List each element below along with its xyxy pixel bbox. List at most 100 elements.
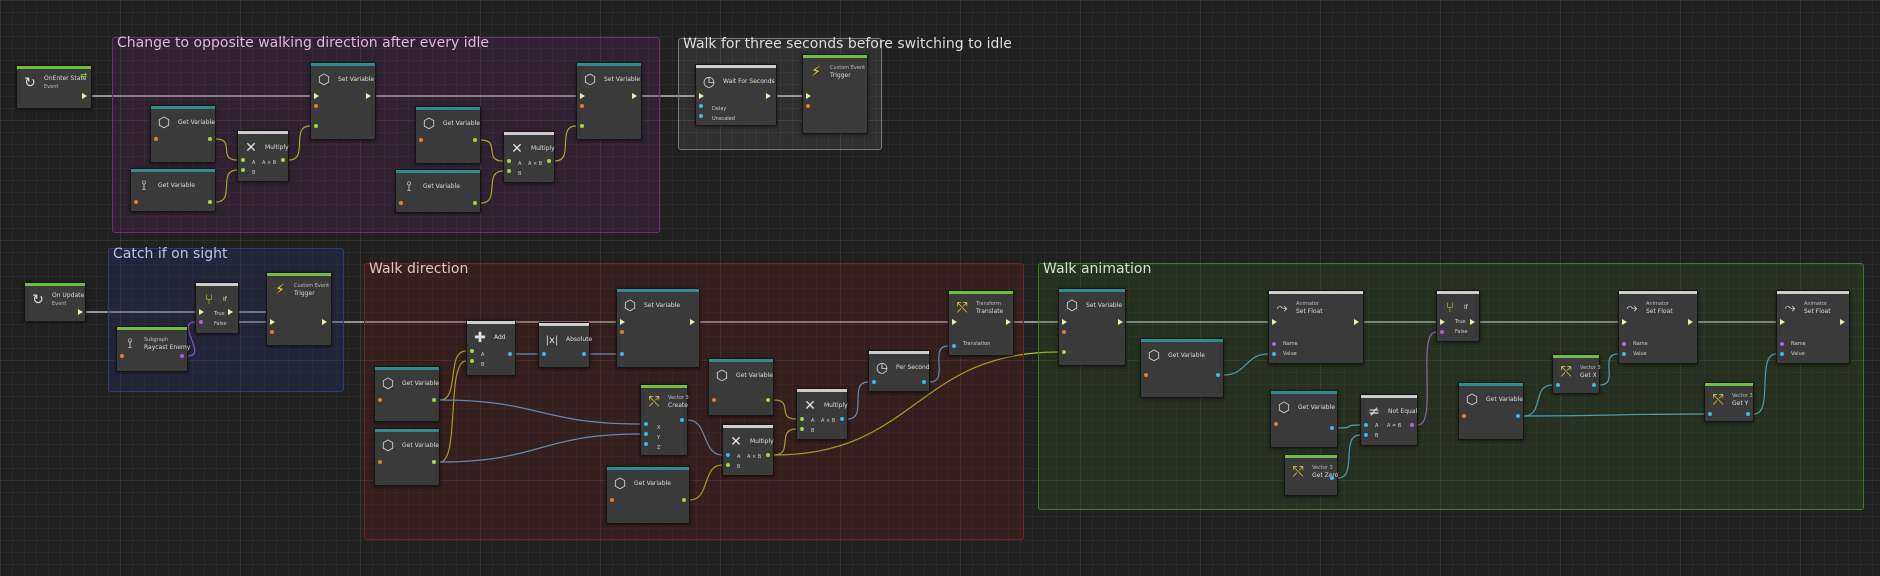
port-dot[interactable] xyxy=(682,498,686,502)
multiply-node[interactable]: ✕Multiply A A × B B xyxy=(796,388,848,440)
port-dot[interactable] xyxy=(134,200,138,204)
port-dot[interactable] xyxy=(542,352,546,356)
flow-port-arrow[interactable] xyxy=(366,93,371,99)
not-equal-node[interactable]: ≠Not Equal A A ≠ B B xyxy=(1360,394,1418,446)
port-dot[interactable] xyxy=(1364,423,1368,427)
port-dot[interactable] xyxy=(1462,414,1466,418)
port-dot[interactable] xyxy=(620,352,624,356)
port-dot[interactable] xyxy=(1592,383,1596,387)
flow-port-arrow[interactable] xyxy=(1470,319,1475,325)
flow-port-arrow[interactable] xyxy=(322,319,327,325)
port-dot[interactable] xyxy=(199,320,203,324)
port-dot[interactable] xyxy=(699,104,703,108)
port-dot[interactable] xyxy=(378,460,382,464)
multiply-node[interactable]: ✕Multiply A A × B B xyxy=(503,131,555,183)
get-variable-node[interactable]: ⬡Get Variable xyxy=(415,106,481,164)
wire[interactable] xyxy=(439,360,467,463)
flow-port-arrow[interactable] xyxy=(314,93,319,99)
port-dot[interactable] xyxy=(766,453,770,457)
flow-port-arrow[interactable] xyxy=(228,309,233,315)
flow-port-arrow[interactable] xyxy=(270,319,275,325)
flow-port-arrow[interactable] xyxy=(199,309,204,315)
port-dot[interactable] xyxy=(473,201,477,205)
wire[interactable] xyxy=(687,419,723,456)
wire[interactable] xyxy=(773,399,797,420)
get-variable-node[interactable]: ⟟Get Variable xyxy=(395,169,481,213)
port-dot[interactable] xyxy=(281,158,285,162)
port-dot[interactable] xyxy=(1062,330,1066,334)
port-dot[interactable] xyxy=(726,453,730,457)
set-variable-node[interactable]: ⬡Set Variable xyxy=(1058,288,1126,366)
port-dot[interactable] xyxy=(1274,422,1278,426)
port-dot[interactable] xyxy=(1410,423,1414,427)
port-dot[interactable] xyxy=(1330,426,1334,430)
port-dot[interactable] xyxy=(644,432,648,436)
port-dot[interactable] xyxy=(580,124,584,128)
port-dot[interactable] xyxy=(1780,352,1784,356)
port-dot[interactable] xyxy=(547,159,551,163)
port-dot[interactable] xyxy=(470,359,474,363)
port-dot[interactable] xyxy=(419,138,423,142)
wire[interactable] xyxy=(1599,353,1619,386)
get-variable-node[interactable]: ⬡Get Variable xyxy=(374,366,440,422)
get-variable-node[interactable]: ⟟Get Variable xyxy=(130,168,216,212)
port-dot[interactable] xyxy=(1556,383,1560,387)
port-dot[interactable] xyxy=(1062,350,1066,354)
port-dot[interactable] xyxy=(180,354,184,358)
get-variable-node[interactable]: ⬡Get Variable xyxy=(708,358,774,416)
port-dot[interactable] xyxy=(208,137,212,141)
wire[interactable] xyxy=(439,350,467,401)
port-dot[interactable] xyxy=(507,159,511,163)
port-dot[interactable] xyxy=(840,417,844,421)
flow-port-arrow[interactable] xyxy=(1354,319,1359,325)
port-dot[interactable] xyxy=(620,330,624,334)
multiply-node[interactable]: ✕Multiply A A × B B xyxy=(722,424,774,476)
port-dot[interactable] xyxy=(1330,476,1334,480)
get-variable-node[interactable]: ⬡Get Variable xyxy=(1270,390,1338,448)
flow-port-arrow[interactable] xyxy=(580,93,585,99)
wire[interactable] xyxy=(773,428,797,456)
flow-port-arrow[interactable] xyxy=(1062,319,1067,325)
set-variable-node[interactable]: ⬡Set Variable xyxy=(310,62,376,140)
flow-port-arrow[interactable] xyxy=(690,319,695,325)
flow-port-arrow[interactable] xyxy=(1688,319,1693,325)
flow-port-arrow[interactable] xyxy=(1006,319,1011,325)
set-variable-node[interactable]: ⬡Set Variable xyxy=(616,288,700,368)
flow-port-arrow[interactable] xyxy=(806,93,811,99)
port-dot[interactable] xyxy=(1708,412,1712,416)
port-dot[interactable] xyxy=(644,442,648,446)
port-dot[interactable] xyxy=(644,422,648,426)
get-variable-node[interactable]: ⬡Get Variable xyxy=(374,428,440,486)
multiply-node[interactable]: ✕Multiply A A × B B xyxy=(237,130,289,182)
wire[interactable] xyxy=(215,169,238,203)
port-dot[interactable] xyxy=(432,398,436,402)
port-dot[interactable] xyxy=(1622,342,1626,346)
wire[interactable] xyxy=(439,399,641,425)
get-variable-node[interactable]: ⬡Get Variable xyxy=(606,466,690,524)
flow-port-arrow[interactable] xyxy=(620,319,625,325)
absolute-node[interactable]: |x|Absolute xyxy=(538,322,592,368)
flow-port-arrow[interactable] xyxy=(1118,319,1123,325)
port-dot[interactable] xyxy=(154,137,158,141)
if-node[interactable]: ⑂If True False xyxy=(195,282,239,334)
wire[interactable] xyxy=(554,125,577,162)
flow-port-arrow[interactable] xyxy=(632,93,637,99)
wire[interactable] xyxy=(480,139,504,162)
wire[interactable] xyxy=(1753,353,1777,415)
flow-port-arrow[interactable] xyxy=(766,93,771,99)
wire[interactable] xyxy=(847,381,869,420)
port-dot[interactable] xyxy=(872,380,876,384)
port-dot[interactable] xyxy=(712,398,716,402)
